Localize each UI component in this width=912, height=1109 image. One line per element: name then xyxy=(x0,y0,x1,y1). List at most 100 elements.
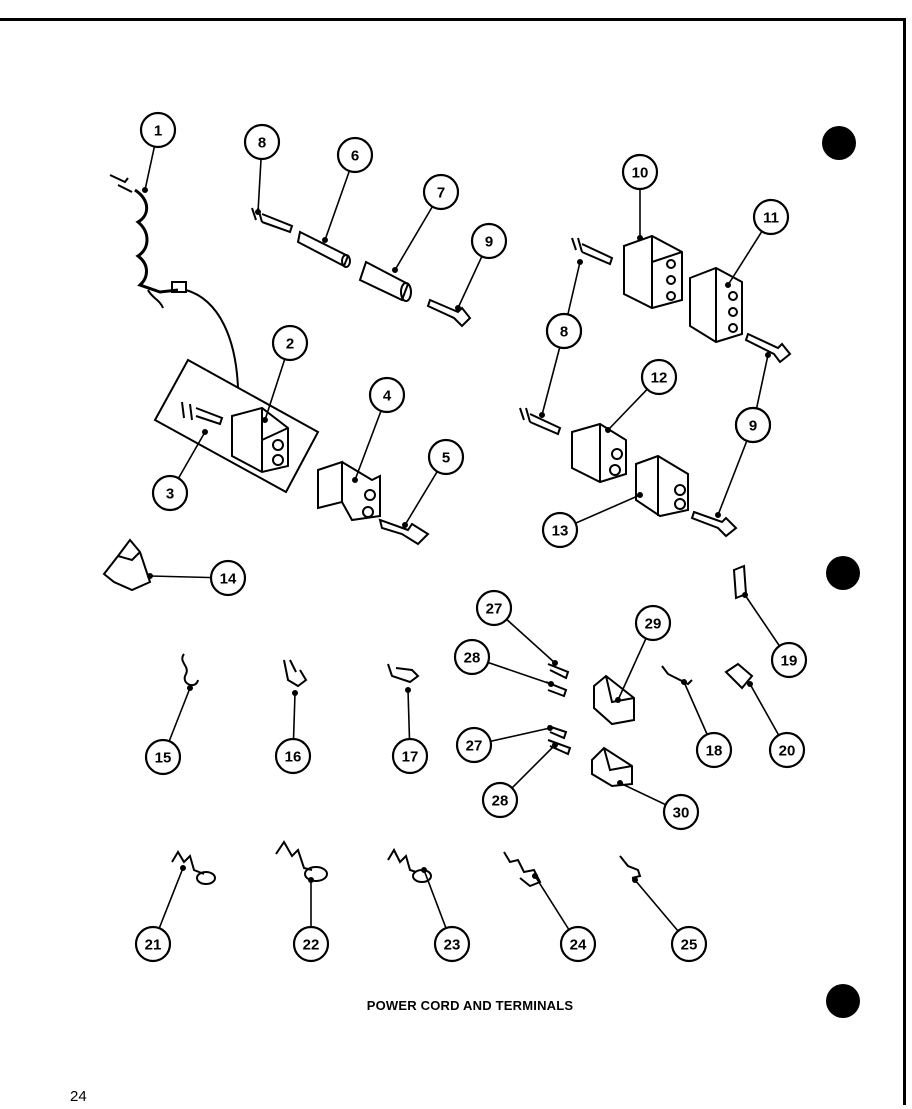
callout-circle xyxy=(427,438,465,476)
connector-housing-12 xyxy=(571,422,627,484)
terminal-3 xyxy=(181,401,224,426)
callout-bubble-6: 6 xyxy=(336,136,374,174)
callout-number: 10 xyxy=(632,165,649,182)
leader-tip xyxy=(764,351,771,358)
cord-connector xyxy=(171,281,187,293)
callout-bubble-16: 16 xyxy=(274,737,312,775)
callout-circle xyxy=(139,111,177,149)
callout-bubble-18: 18 xyxy=(695,731,733,769)
connector-hole xyxy=(362,506,374,518)
callout-circle xyxy=(621,153,659,191)
callout-bubble-7: 7 xyxy=(422,173,460,211)
diagram-title: POWER CORD AND TERMINALS xyxy=(366,998,574,1013)
callout-circle xyxy=(541,511,579,549)
callout-circle xyxy=(455,726,493,764)
page-number: 24 xyxy=(70,1088,87,1105)
sleeve-end xyxy=(341,254,351,268)
connector-housing-2 xyxy=(231,406,289,474)
callout-bubble-19: 19 xyxy=(770,641,808,679)
callout-circle xyxy=(336,136,374,174)
leader-tip xyxy=(538,411,545,418)
callout-number: 5 xyxy=(442,450,450,467)
terminal-8-right-top xyxy=(571,237,614,266)
callout-circle xyxy=(695,731,733,769)
callout-number: 19 xyxy=(781,653,798,670)
callout-circle xyxy=(243,123,281,161)
pin-terminal-5 xyxy=(378,518,430,546)
callout-bubble-9: 9 xyxy=(734,406,772,444)
leader-tip xyxy=(551,659,558,666)
callout-circle xyxy=(768,731,806,769)
callout-circle xyxy=(271,324,309,362)
terminal-25 xyxy=(619,855,642,879)
ring-eye xyxy=(196,871,216,885)
callout-number: 8 xyxy=(258,135,266,152)
callout-number: 7 xyxy=(437,185,445,202)
pin-terminal-9-right-bottom xyxy=(690,510,738,538)
callout-number: 13 xyxy=(552,523,569,540)
callout-circle xyxy=(151,474,189,512)
connector-hole xyxy=(364,489,376,501)
callout-circle xyxy=(475,589,513,627)
callout-bubble-11: 11 xyxy=(752,198,790,236)
callout-circle xyxy=(134,925,172,963)
leader-tip xyxy=(746,680,753,687)
leader-tip xyxy=(351,476,358,483)
callout-number: 8 xyxy=(560,324,568,341)
callout-number: 3 xyxy=(166,486,174,503)
callout-bubble-30: 30 xyxy=(662,793,700,831)
leader-tip xyxy=(261,416,268,423)
page-border xyxy=(0,18,906,1105)
callout-circle xyxy=(752,198,790,236)
callout-circle xyxy=(433,925,471,963)
callout-circle xyxy=(209,559,247,597)
callout-number: 28 xyxy=(464,650,481,667)
callout-bubble-27: 27 xyxy=(475,589,513,627)
terminal-27-bottom xyxy=(547,725,568,740)
callout-bubble-10: 10 xyxy=(621,153,659,191)
leader-tip xyxy=(404,686,411,693)
callout-number: 28 xyxy=(492,793,509,810)
callout-circle xyxy=(634,604,672,642)
connector-hole xyxy=(666,275,676,285)
callout-bubble-12: 12 xyxy=(640,358,678,396)
callout-circle xyxy=(545,312,583,350)
connector-hole xyxy=(666,259,676,269)
connector-hole xyxy=(666,291,676,301)
callout-number: 2 xyxy=(286,336,294,353)
leader-tip xyxy=(255,209,262,216)
callout-bubble-2: 2 xyxy=(271,324,309,362)
connector-housing-29 xyxy=(593,674,635,726)
callout-circle xyxy=(453,638,491,676)
callout-bubble-24: 24 xyxy=(559,925,597,963)
leader-tip xyxy=(391,266,398,273)
pin-terminal-9 xyxy=(426,298,472,328)
insulator-7 xyxy=(358,260,410,302)
callout-bubble-20: 20 xyxy=(768,731,806,769)
callout-bubble-28: 28 xyxy=(453,638,491,676)
callout-circle xyxy=(422,173,460,211)
callout-circle xyxy=(770,641,808,679)
leader-tip xyxy=(551,741,558,748)
callout-number: 21 xyxy=(145,937,162,954)
leader-tip xyxy=(631,876,638,883)
leader-tip xyxy=(321,237,328,244)
binder-hole xyxy=(826,984,860,1018)
leader-tip xyxy=(142,187,149,194)
callout-bubble-17: 17 xyxy=(391,737,429,775)
callout-number: 17 xyxy=(402,749,419,766)
callout-number: 24 xyxy=(570,937,587,954)
callout-number: 18 xyxy=(706,743,723,760)
cord-tail xyxy=(147,289,164,309)
ring-terminal-22 xyxy=(275,840,313,871)
callout-number: 9 xyxy=(749,418,757,435)
callout-number: 30 xyxy=(673,805,690,822)
callout-bubble-1: 1 xyxy=(139,111,177,149)
leader-tip xyxy=(531,872,538,879)
terminal-8-right-bottom xyxy=(519,407,562,436)
callout-number: 27 xyxy=(466,738,483,755)
callout-bubble-21: 21 xyxy=(134,925,172,963)
ring-terminal-23 xyxy=(387,847,417,873)
callout-bubble-23: 23 xyxy=(433,925,471,963)
pin-terminal-9-right-top xyxy=(744,332,792,364)
